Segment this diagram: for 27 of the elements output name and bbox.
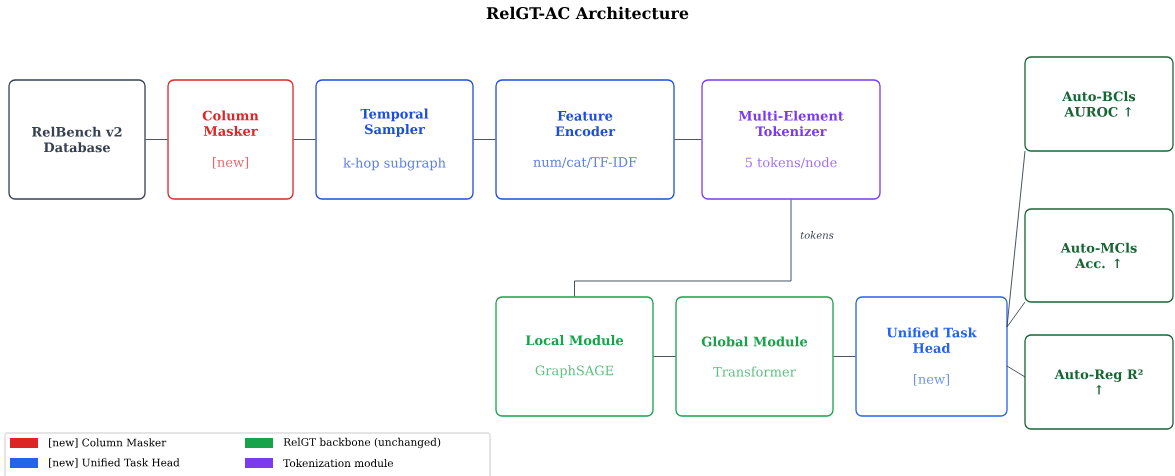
process-box: Global Module Transformer — [675, 296, 834, 417]
process-box: Temporal Sampler k-hop subgraph — [315, 79, 474, 200]
legend-text: RelGT backbone (unchanged) — [283, 437, 441, 449]
process-box: Multi-Element Tokenizer 5 tokens/node — [701, 79, 881, 200]
process-box: Feature Encoder num/cat/TF-IDF — [495, 79, 675, 200]
process-box: Auto-Reg R² ↑ — [1024, 334, 1174, 430]
title: RelGT-AC Architecture — [486, 6, 689, 20]
connector-line — [473, 139, 496, 140]
connector-line — [1006, 301, 1026, 328]
connector-line — [1006, 365, 1026, 378]
legend-text: Tokenization module — [283, 458, 393, 468]
connector-line — [293, 139, 316, 140]
process-box: Auto-MCls Acc. ↑ — [1024, 208, 1174, 303]
connector-line — [145, 139, 168, 140]
connector-line — [833, 356, 856, 357]
legend-text: [new] Unified Task Head — [49, 458, 180, 468]
process-box: Unified Task Head [new] — [855, 296, 1008, 417]
process-box: Local Module GraphSAGE — [495, 296, 654, 417]
connector-line — [1006, 150, 1026, 328]
process-box: RelBench v2 Database — [8, 79, 146, 200]
process-box: Auto-BCls AUROC ↑ — [1024, 56, 1174, 152]
edge-label: tokens — [800, 231, 834, 239]
process-box: Column Masker [new] — [167, 79, 294, 200]
legend-text: [new] Column Masker — [49, 438, 167, 448]
connector-line — [574, 199, 792, 297]
connector-line — [653, 356, 676, 357]
connector-line — [674, 139, 702, 140]
